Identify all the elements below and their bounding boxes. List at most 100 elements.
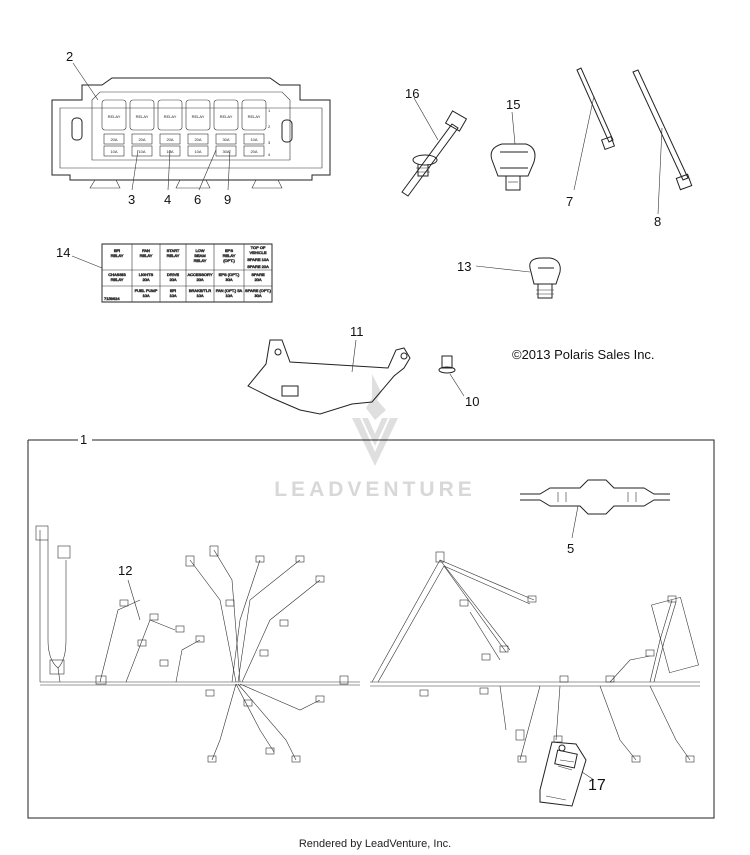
label-card-text: 20A <box>142 277 149 282</box>
label-card-text: VEHICLE <box>249 250 266 255</box>
mount-slot-left <box>71 117 83 141</box>
relay-label: RELAY <box>192 114 205 119</box>
label-card-text: START <box>167 248 180 253</box>
relay-label: RELAY <box>164 114 177 119</box>
harness-connector <box>685 755 695 763</box>
harness-connector <box>95 675 107 685</box>
label-card-text: 30A <box>254 293 261 298</box>
harness-connector <box>559 675 569 683</box>
callout-4: 4 <box>164 192 171 207</box>
leadventure-logo-icon <box>352 374 398 466</box>
harness-connector <box>209 545 219 557</box>
leadventure-watermark: LEADVENTURE <box>274 374 476 501</box>
svg-text:1: 1 <box>268 108 271 113</box>
fuse-socket <box>159 133 181 145</box>
fuse-label: 10A <box>110 149 117 154</box>
harness-connector <box>279 619 289 627</box>
label-card-text: FAN (OPT.) 5A <box>216 288 243 293</box>
label-card-text: 20A <box>169 277 176 282</box>
harness-connector <box>137 639 147 647</box>
fuse-socket <box>215 145 237 157</box>
leader-lines-fuse-box <box>72 62 231 191</box>
label-card-text: EPS (OPT.) <box>219 272 240 277</box>
label-card-text: 10A <box>196 293 203 298</box>
harness-connector <box>515 729 525 741</box>
callout-15: 15 <box>506 97 520 112</box>
callout-12: 12 <box>118 563 132 578</box>
watermark-text: LEADVENTURE <box>274 478 476 501</box>
callout-17: 17 <box>588 777 606 794</box>
callout-14: 14 <box>56 245 70 260</box>
label-card-text: ACCESSORY <box>187 272 212 277</box>
fuse-socket <box>131 133 153 145</box>
footer-credit: Rendered by LeadVenture, Inc. <box>298 838 452 850</box>
fuse-socket <box>103 133 125 145</box>
harness-connector <box>645 649 655 657</box>
harness-connector <box>553 735 563 743</box>
fuse-socket <box>187 133 209 145</box>
label-part-number: 7159624 <box>104 296 120 301</box>
harness-connector <box>259 649 269 657</box>
relay-socket <box>213 99 239 131</box>
svg-text:3: 3 <box>268 140 271 145</box>
harness-connector <box>315 575 325 583</box>
harness-connector <box>517 755 527 763</box>
label-card-text: BEAM <box>194 253 205 258</box>
relay-socket <box>129 99 155 131</box>
relay-socket <box>101 99 127 131</box>
push-rivet <box>438 355 465 397</box>
fuse-tray <box>539 741 595 807</box>
harness-connector <box>479 687 489 695</box>
harness-connector <box>481 653 491 661</box>
harness-connector <box>175 625 185 633</box>
label-card-text: LIGHTS <box>139 272 154 277</box>
relay-label: RELAY <box>108 114 121 119</box>
label-card-text: FAN <box>142 248 150 253</box>
label-card-text: SPARE 20A <box>247 264 269 269</box>
fuse-socket <box>243 145 265 157</box>
label-card-text: SPARE 10A <box>247 257 269 262</box>
harness-connector <box>499 645 509 653</box>
label-card-text: TOP OF <box>251 245 266 250</box>
fuse-socket <box>215 133 237 145</box>
label-card-text: 30A <box>225 277 232 282</box>
label-card-text: 10A <box>142 293 149 298</box>
relay-label: RELAY <box>136 114 149 119</box>
fuse-label: 20A <box>110 137 117 142</box>
relay-label: RELAY <box>220 114 233 119</box>
harness-connector <box>195 635 205 643</box>
fuse-label: 30A <box>222 149 229 154</box>
label-card-text: 20A <box>196 277 203 282</box>
fuse-label: 20A <box>166 137 173 142</box>
label-card-text: RELAY <box>223 253 236 258</box>
fuse-socket <box>187 145 209 157</box>
harness-connector <box>149 613 159 621</box>
callout-6: 6 <box>194 192 201 207</box>
label-card-text: EFI <box>170 288 176 293</box>
fuse-label-card: EFIRELAYFANRELAYSTARTRELAYLOWBEAMRELAYEP… <box>71 243 273 303</box>
label-card-text: EPS <box>225 248 233 253</box>
harness-connector <box>419 689 429 697</box>
harness-connector <box>605 675 615 683</box>
label-card-text: LOW <box>195 248 204 253</box>
harness-connector <box>185 555 195 567</box>
fuse-label: 10A <box>138 149 145 154</box>
label-card-text: (OPT.) <box>223 258 235 263</box>
fuse-socket <box>131 145 153 157</box>
svg-text:2: 2 <box>268 124 271 129</box>
label-card-text: RELAY <box>194 258 207 263</box>
fuse-label: 10A <box>250 137 257 142</box>
fuse-label: 20A <box>138 137 145 142</box>
mounting-bracket <box>247 339 411 415</box>
callout-16: 16 <box>405 86 419 101</box>
harness-clip <box>475 257 561 299</box>
copyright-text: ©2013 Polaris Sales Inc. <box>512 347 655 362</box>
main-harness-frame <box>27 439 715 819</box>
small-cable-tie <box>573 67 616 191</box>
harness-connector <box>459 599 469 607</box>
label-card-text: RELAY <box>111 277 124 282</box>
label-card-text: RELAY <box>111 253 124 258</box>
label-card-text: EFI <box>114 248 120 253</box>
